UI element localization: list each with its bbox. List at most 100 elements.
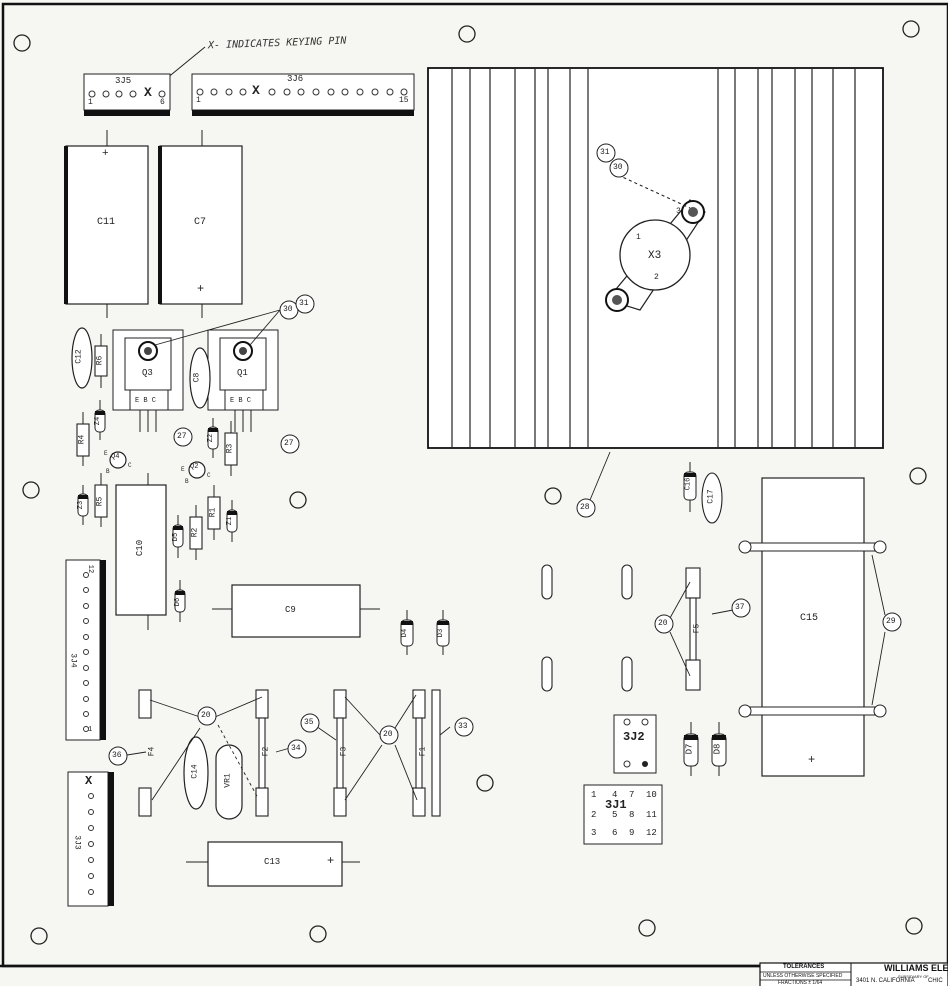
label-3j5-pin-end: 6 <box>160 98 165 107</box>
capacitor-c17 <box>701 472 723 524</box>
label-d6: D6 <box>174 597 183 607</box>
fuse-f2 <box>255 689 269 817</box>
title-fractions: FRACTIONS ± 1/64 <box>778 980 823 986</box>
label-r6: R6 <box>95 355 105 366</box>
x3-pin-3: 3 <box>676 207 681 216</box>
label-f2: F2 <box>261 746 271 757</box>
fuse-f1 <box>412 689 441 817</box>
label-d8: D8 <box>712 743 723 755</box>
label-c13: C13 <box>264 857 281 867</box>
label-3j1: 3J1 <box>605 798 627 812</box>
label-d3: D3 <box>437 628 446 638</box>
connector-3j2 <box>613 714 657 774</box>
label-c17: C17 <box>706 489 716 504</box>
keying-pin-3j3: X <box>85 774 93 788</box>
label-d4: D4 <box>401 628 410 638</box>
label-f5: F5 <box>692 623 702 634</box>
polarity-c7: + <box>197 282 205 296</box>
label-3j3: 3J3 <box>72 835 82 850</box>
label-f1: F1 <box>418 746 428 757</box>
capacitor-c16 <box>683 462 697 512</box>
callout-29: 29 <box>886 617 896 626</box>
fuse-holders <box>138 567 701 817</box>
callout-34: 34 <box>291 744 301 753</box>
diode-d4 <box>400 610 414 655</box>
callout-30: 30 <box>283 305 293 314</box>
title-subsidiary: SUBSIDIARY OF <box>898 974 929 979</box>
callout-30: 30 <box>613 163 623 172</box>
label-r4: R4 <box>77 434 87 445</box>
3j1-pin-6: 6 <box>612 828 618 838</box>
label-f4: F4 <box>147 746 157 757</box>
label-q3: Q3 <box>142 368 153 378</box>
mounting-hole <box>309 925 327 943</box>
diode-d7 <box>683 722 699 776</box>
callout-20: 20 <box>383 730 393 739</box>
label-q2: Q2 <box>190 463 199 471</box>
callout-31: 31 <box>600 148 610 157</box>
callout-27: 27 <box>177 432 187 441</box>
label-z2: Z2 <box>207 433 216 443</box>
label-z4: Z4 <box>94 416 103 426</box>
diode-d3 <box>436 610 450 655</box>
q3-pinout: E B C <box>135 397 157 405</box>
label-3j4-pin-end: 12 <box>86 564 95 574</box>
zener-z2 <box>207 418 219 458</box>
keying-pin-3j5: X <box>144 85 152 100</box>
label-d7: D7 <box>684 743 695 755</box>
label-q1: Q1 <box>237 368 248 378</box>
3j1-pin-1: 1 <box>591 790 597 800</box>
capacitor-c15 <box>738 477 887 777</box>
3j1-pin-7: 7 <box>629 790 635 800</box>
x3-pin-1: 1 <box>636 233 641 242</box>
callout-leaders <box>126 309 886 801</box>
title-company: WILLIAMS ELECT <box>884 963 948 973</box>
label-3j4: 3J4 <box>68 653 78 668</box>
q2-pin-e: E <box>181 466 185 473</box>
connector-3j1 <box>583 784 663 845</box>
transistor-q1 <box>207 329 279 432</box>
capacitor-c12 <box>71 327 93 389</box>
capacitor-c14 <box>183 736 209 810</box>
label-3j6: 3J6 <box>287 74 304 84</box>
title-address: 3401 N. CALIFORNIA <box>856 978 915 984</box>
3j1-pin-2: 2 <box>591 810 597 820</box>
callout-36: 36 <box>112 751 122 760</box>
callout-31: 31 <box>299 299 309 308</box>
resistor-leads <box>82 334 232 560</box>
mounting-hole <box>30 927 48 945</box>
callout-28: 28 <box>580 503 590 512</box>
q2-pin-c: C <box>207 472 211 479</box>
mounting-hole <box>13 34 31 52</box>
callout-35: 35 <box>304 718 314 727</box>
label-3j4-pin-start: 1 <box>88 726 93 734</box>
diode-d6 <box>174 580 186 622</box>
q4-pin-b: B <box>106 468 110 475</box>
label-3j6-pin-end: 15 <box>399 96 409 105</box>
q4-pin-e: E <box>104 450 108 457</box>
3j1-pin-5: 5 <box>612 810 618 820</box>
diode-d5 <box>172 515 184 558</box>
transistor-x3 <box>605 174 706 312</box>
mounting-hole <box>544 487 562 505</box>
diode-d8 <box>711 722 727 776</box>
label-f3: F3 <box>339 746 349 757</box>
3j1-pin-8: 8 <box>629 810 635 820</box>
label-z3: Z3 <box>77 500 86 510</box>
fuse-f5 <box>685 567 701 691</box>
capacitor-c8 <box>189 347 211 409</box>
label-c9: C9 <box>285 605 296 615</box>
transistor-q2 <box>188 461 206 479</box>
x3-pin-2: 2 <box>654 273 659 282</box>
3j1-pin-3: 3 <box>591 828 597 838</box>
label-c11: C11 <box>97 217 116 228</box>
fuse-f4 <box>138 689 152 817</box>
label-3j5-top: 3J5 <box>115 76 132 86</box>
3j1-pin-9: 9 <box>629 828 635 838</box>
3j1-pin-4: 4 <box>612 790 618 800</box>
title-block <box>0 962 948 986</box>
polarity-c11: + <box>102 148 109 160</box>
capacitor-c13 <box>186 841 360 887</box>
connector-3j6 <box>191 73 415 116</box>
